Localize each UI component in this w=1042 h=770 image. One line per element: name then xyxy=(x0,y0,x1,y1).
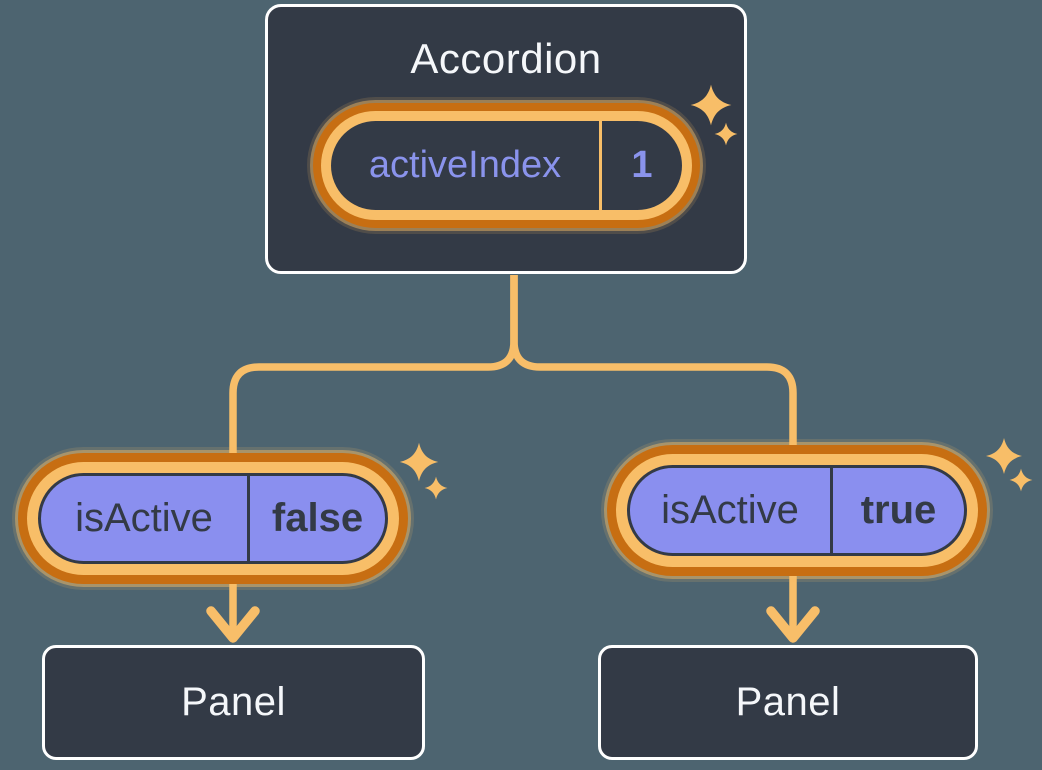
prop-pill-ring: isActive false xyxy=(27,462,399,575)
prop-pill-value: true xyxy=(860,488,937,532)
pill-divider xyxy=(599,121,602,210)
accordion-title: Accordion xyxy=(410,35,602,82)
panel-node-left: Panel xyxy=(42,645,425,760)
prop-pill-label: isActive xyxy=(661,488,799,532)
state-pill-core: activeIndex 1 xyxy=(331,121,682,210)
prop-pill-core: isActive false xyxy=(38,473,388,564)
arrow-down-icon xyxy=(766,606,820,643)
panel-title: Panel xyxy=(181,680,286,724)
state-pill-label: activeIndex xyxy=(368,144,562,186)
pill-divider xyxy=(830,468,833,553)
panel-node-right: Panel xyxy=(598,645,978,760)
prop-pill-core: isActive true xyxy=(627,465,967,556)
state-pill: activeIndex 1 xyxy=(313,103,700,228)
state-pill-value: 1 xyxy=(631,144,653,186)
state-pill-ring: activeIndex 1 xyxy=(321,111,692,220)
pill-divider xyxy=(247,476,250,561)
prop-pill-label: isActive xyxy=(75,496,213,540)
prop-pill-left: isActive false xyxy=(18,453,408,584)
panel-title: Panel xyxy=(735,680,841,724)
prop-pill-value: false xyxy=(271,496,364,540)
prop-pill-ring: isActive true xyxy=(616,454,978,567)
arrow-down-icon xyxy=(206,606,260,643)
prop-pill-right: isActive true xyxy=(607,445,987,576)
sparkles-icon xyxy=(399,442,448,500)
sparkles-icon xyxy=(986,438,1033,492)
